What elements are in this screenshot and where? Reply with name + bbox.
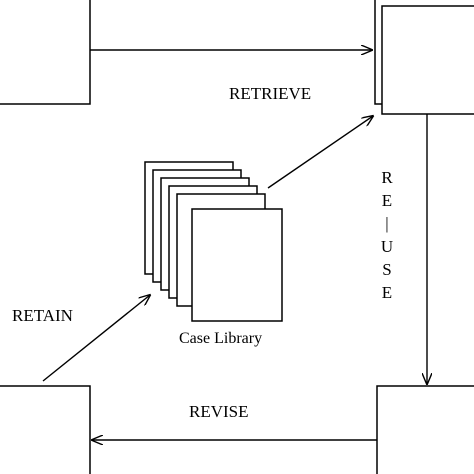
solved-case-box [376,385,474,474]
retain-label: RETAIN [12,306,73,325]
case-library-label: Case Library [179,330,263,347]
reuse-letter: S [382,260,392,279]
arrow-library-to-retrieved [267,116,373,189]
case-library-stack [144,161,283,322]
reuse-letter: R [381,168,393,187]
learned-case-box [0,385,91,474]
reuse-letter: E [381,283,393,302]
arrow-retain-to-library [42,295,150,382]
retrieve-label: RETRIEVE [229,84,312,103]
new-case-box [0,0,91,105]
case-page-front [191,208,283,322]
reuse-letter: U [380,237,394,256]
revise-label: REVISE [189,402,249,421]
reuse-letter: | [385,214,389,233]
reuse-letter: E [381,191,393,210]
reuse-label: R E | U S E [377,166,397,304]
retrieved-case-box-front [381,5,474,115]
